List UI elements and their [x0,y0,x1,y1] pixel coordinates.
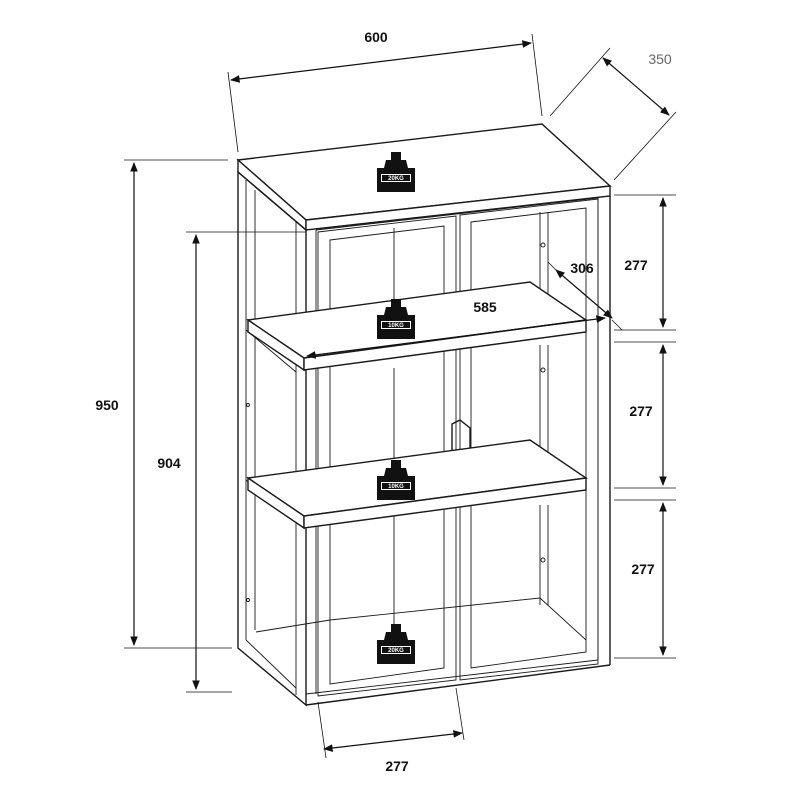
door-width-label: 277 [385,758,409,774]
inner-width-label: 585 [473,299,497,315]
load-badge-lower-shelf-text: 10KG [388,484,404,490]
cabinet-bottom-edge [305,664,611,706]
cabinet-drawing [236,123,612,707]
load-badge-upper-shelf-text: 10KG [388,323,404,329]
dimension-inner-width: 585 [306,299,606,359]
total-height-label: 950 [95,397,119,413]
body-height-label: 904 [157,455,181,471]
right-door[interactable] [459,198,599,681]
shelf-spacing-bottom-label: 277 [631,561,655,577]
dimension-door-width: 277 [317,687,465,774]
dimension-width: 600 [227,29,543,153]
load-badge-top-text: 20KG [388,176,404,182]
left-door[interactable] [317,215,457,697]
shelf-spacing-top-label: 277 [624,257,648,273]
dimension-inner-depth: 306 [547,260,623,331]
dimension-total-height: 950 [95,159,232,649]
dimension-shelf-spacing: 277 277 277 [614,194,676,659]
inner-depth-label: 306 [570,260,594,276]
dimension-body-height: 904 [157,231,306,693]
cabinet-top [236,123,612,221]
load-badge-top: 20KG [377,152,415,192]
load-badge-lower-shelf: 10KG [377,460,415,500]
load-badge-bottom: 20KG [377,624,415,664]
load-badge-bottom-text: 20KG [388,648,404,654]
width-label: 600 [364,29,388,45]
depth-label: 350 [648,51,672,67]
dimension-depth: 350 [549,47,677,181]
shelf-spacing-middle-label: 277 [629,403,653,419]
